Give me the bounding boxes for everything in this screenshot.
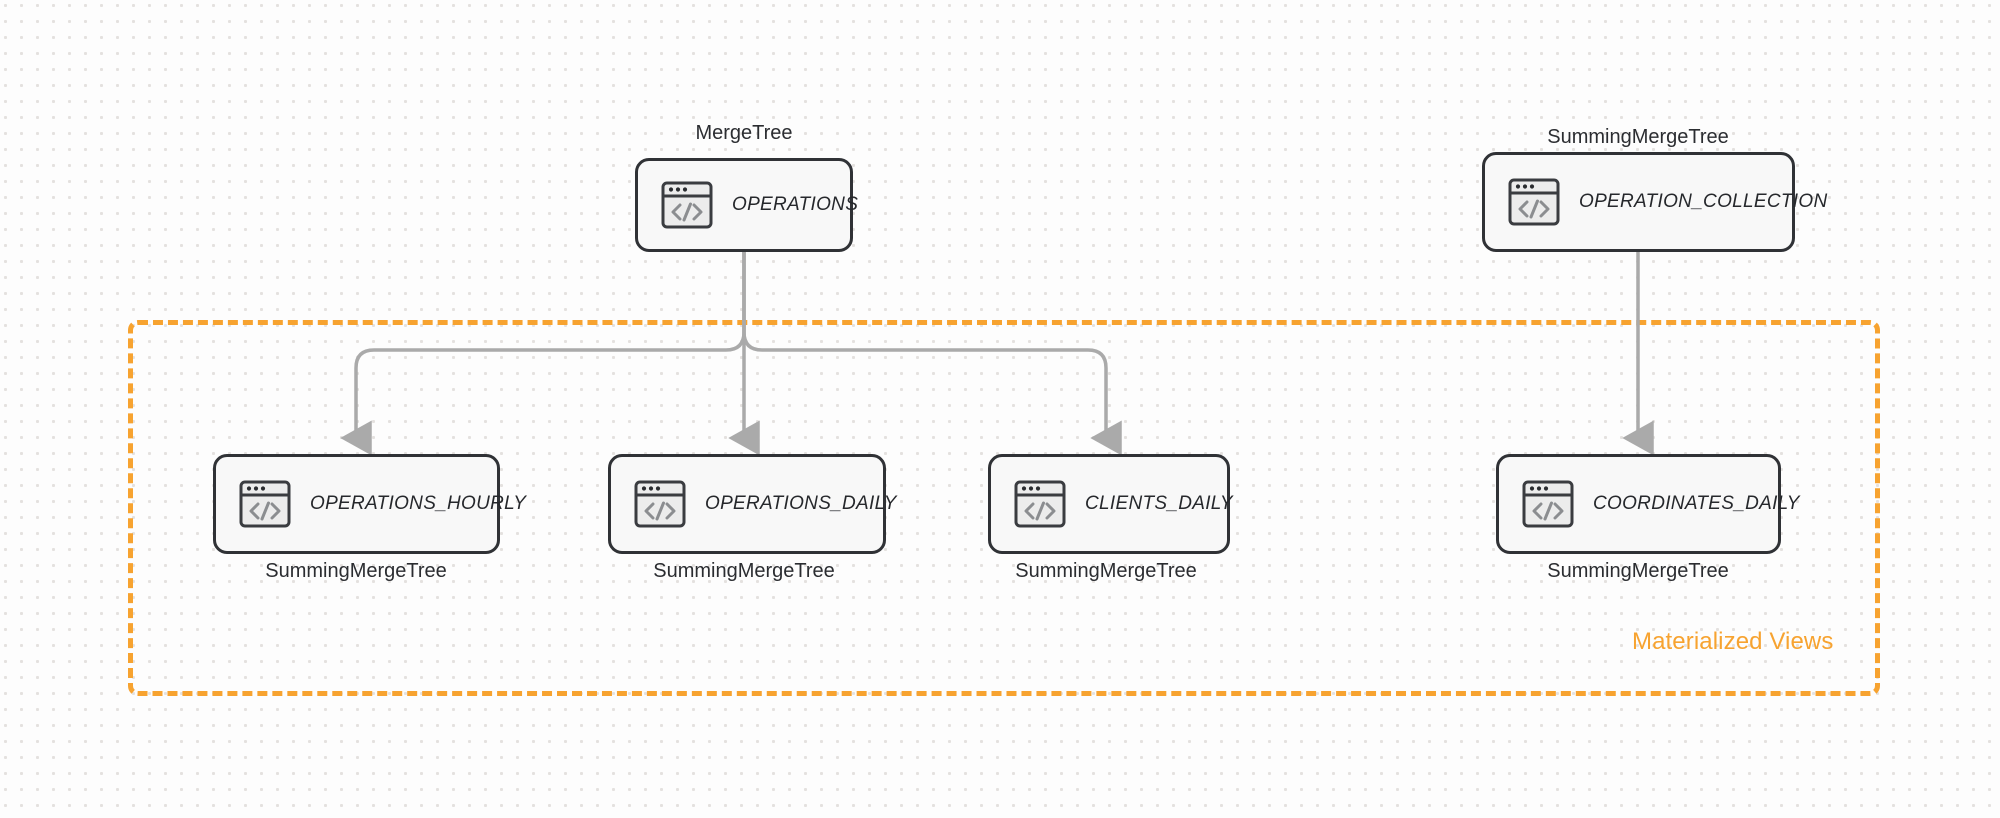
code-window-icon: [1508, 178, 1560, 226]
node-label: OPERATIONS_DAILY: [705, 493, 897, 514]
code-window-icon: [1522, 480, 1574, 528]
node-label: OPERATIONS: [732, 194, 859, 215]
node-label: COORDINATES_DAILY: [1593, 493, 1800, 514]
caption-operation-collection-engine: SummingMergeTree: [1547, 126, 1729, 148]
caption-coordinates-daily-engine: SummingMergeTree: [1547, 560, 1729, 582]
caption-operations-engine: MergeTree: [695, 122, 793, 144]
node-label: OPERATIONS_HOURLY: [310, 493, 527, 514]
node-label: OPERATION_COLLECTION: [1579, 191, 1828, 212]
caption-clients-daily-engine: SummingMergeTree: [1015, 560, 1197, 582]
code-window-icon: [239, 480, 291, 528]
caption-operations-hourly-engine: SummingMergeTree: [265, 560, 447, 582]
code-window-icon: [634, 480, 686, 528]
caption-operations-daily-engine: SummingMergeTree: [653, 560, 835, 582]
node-operation-collection[interactable]: OPERATION_COLLECTION: [1482, 152, 1827, 252]
node-operations-daily[interactable]: OPERATIONS_DAILY: [608, 454, 896, 554]
node-label: CLIENTS_DAILY: [1085, 493, 1233, 514]
code-window-icon: [661, 181, 713, 229]
node-operations-hourly[interactable]: OPERATIONS_HOURLY: [213, 454, 526, 554]
materialized-views-group-label: Materialized Views: [1632, 628, 1834, 655]
node-clients-daily[interactable]: CLIENTS_DAILY: [988, 454, 1233, 554]
node-operations[interactable]: OPERATIONS: [635, 158, 858, 252]
node-coordinates-daily[interactable]: COORDINATES_DAILY: [1496, 454, 1799, 554]
code-window-icon: [1014, 480, 1066, 528]
